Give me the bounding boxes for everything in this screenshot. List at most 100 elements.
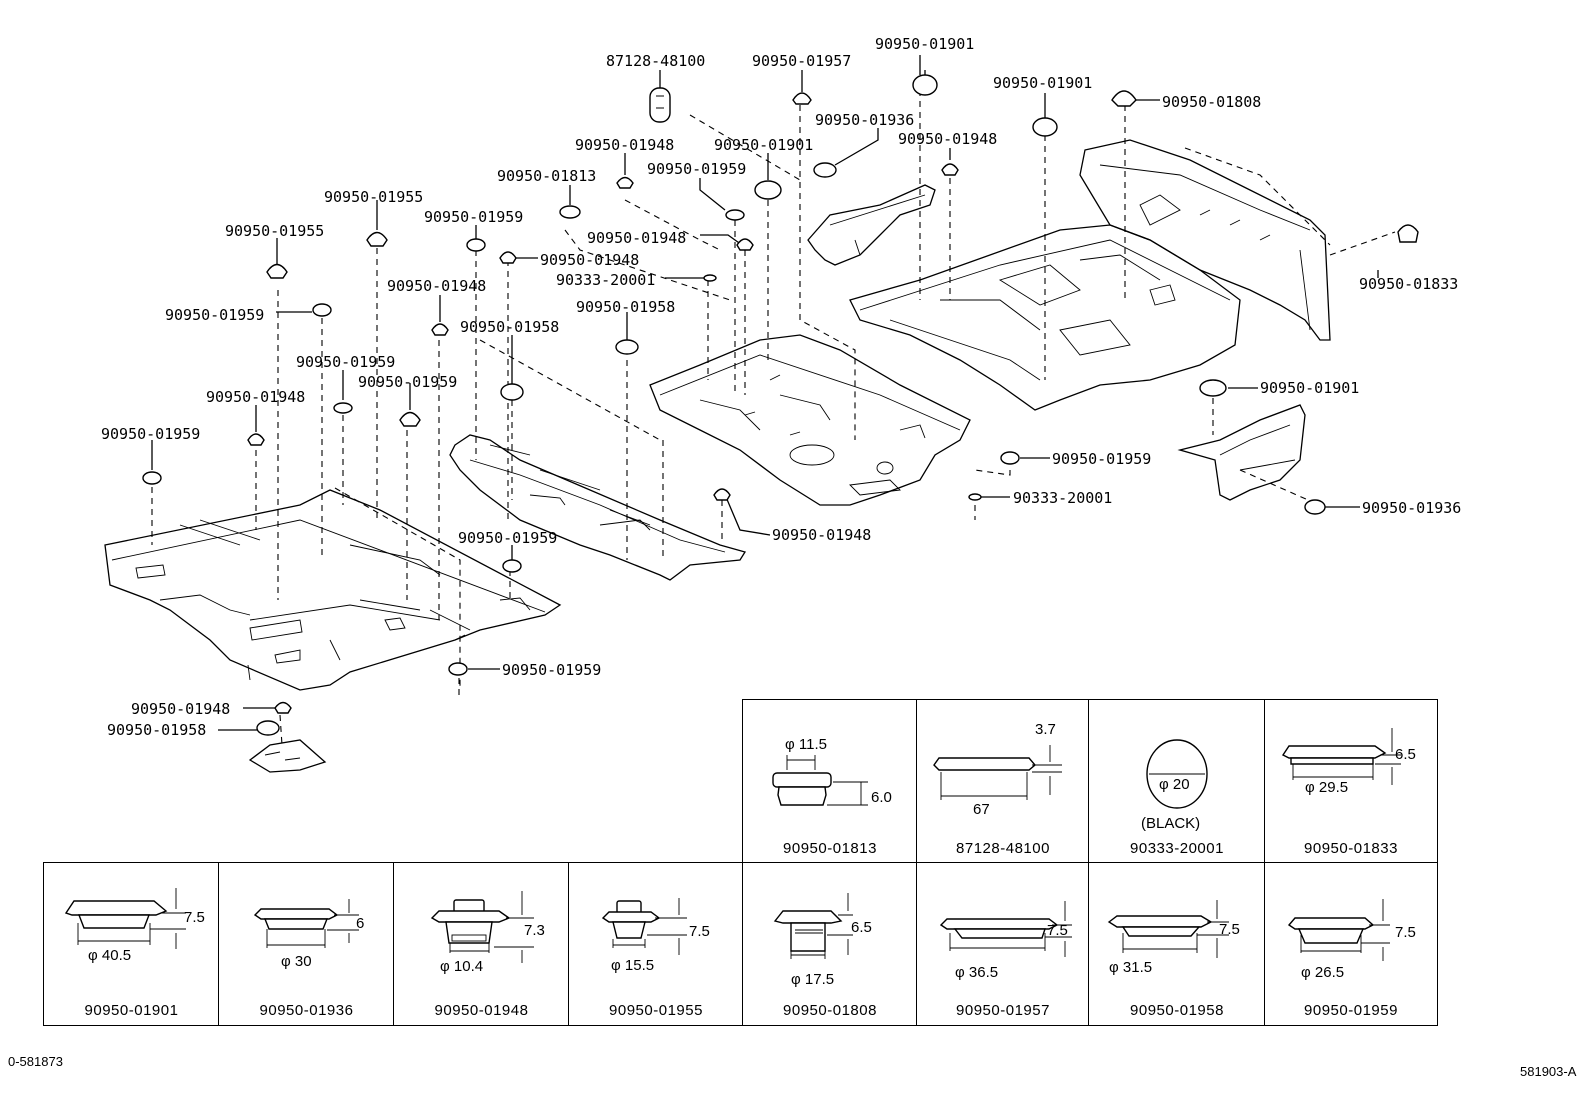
front-floor-pan xyxy=(104,489,562,691)
callout-label: 90333-20001 xyxy=(556,271,656,289)
callout-label: 90950-01813 xyxy=(497,167,597,185)
callout-label: 90950-01901 xyxy=(875,35,975,53)
spec-cell: 3.7 67 87128-48100 xyxy=(916,699,1090,864)
dim-height: 3.7 xyxy=(1035,721,1056,738)
part-number: 90950-01833 xyxy=(1304,840,1398,857)
dim-diameter: φ 20 xyxy=(1159,776,1190,793)
plug-profile-icon xyxy=(64,888,186,949)
callout-label: 90950-01948 xyxy=(587,229,687,247)
center-tunnel-pan xyxy=(449,434,747,581)
plug-profile-icon xyxy=(1281,728,1401,785)
rear-body-panel xyxy=(1079,139,1396,341)
callout-label: 90950-01948 xyxy=(387,277,487,295)
callout-label: 90950-01959 xyxy=(1052,450,1152,468)
part-number: 90950-01948 xyxy=(434,1002,529,1019)
plug-icon-c32 xyxy=(502,559,522,573)
plug-icon-c31 xyxy=(713,488,731,501)
color-note: (BLACK) xyxy=(1141,815,1201,832)
spec-cell: 6 φ 30 90950-01936 xyxy=(218,862,395,1026)
dim-height: 7.5 xyxy=(1395,924,1416,941)
dim-diameter: φ 10.4 xyxy=(440,958,484,975)
callout-label: 90950-01958 xyxy=(576,298,676,316)
plug-icon-c25 xyxy=(142,471,162,485)
plug-icon-c5 xyxy=(1111,90,1137,107)
spec-cell: 7.5 φ 36.5 90950-01957 xyxy=(916,862,1090,1026)
dim-diameter: φ 11.5 xyxy=(785,736,827,753)
spec-cell: 6.5 φ 29.5 90950-01833 xyxy=(1264,699,1438,864)
spec-cell: φ 20 (BLACK) 90333-20001 xyxy=(1088,699,1266,864)
callout-label: 90950-01959 xyxy=(358,373,458,391)
plug-icon-c16 xyxy=(703,274,717,282)
upper-bracket xyxy=(807,184,936,266)
plug-icon-c19 xyxy=(431,323,449,336)
plug-icon-c13 xyxy=(466,238,486,252)
plug-icon-c23 xyxy=(399,411,421,427)
callout-label: 90950-01959 xyxy=(424,208,524,226)
callout-label: 90950-01958 xyxy=(107,721,207,739)
plug-icon-c35 xyxy=(256,720,280,736)
dim-diameter: φ 29.5 xyxy=(1305,779,1349,796)
part-number: 90950-01955 xyxy=(609,1002,703,1019)
dim-diameter: φ 30 xyxy=(281,953,312,970)
plug-profile-icon xyxy=(939,901,1072,957)
plug-profile-icon xyxy=(1107,900,1229,958)
right-lower-bracket xyxy=(1177,404,1306,501)
callout-label: 90950-01959 xyxy=(458,529,558,547)
dim-height: 7.5 xyxy=(1219,921,1240,938)
small-floor-patch xyxy=(248,739,327,773)
callout-label: 90950-01833 xyxy=(1359,275,1459,293)
plug-icon-c22 xyxy=(333,402,353,414)
callout-label: 90950-01901 xyxy=(1260,379,1360,397)
dim-diameter: φ 36.5 xyxy=(955,964,999,981)
plug-icon-c4 xyxy=(1032,117,1058,137)
spec-cell: 7.5 φ 31.5 90950-01958 xyxy=(1088,862,1266,1026)
part-number: 90950-01957 xyxy=(956,1002,1050,1019)
part-number: 90333-20001 xyxy=(1130,840,1224,857)
plug-icon-c26 xyxy=(1397,224,1419,243)
callout-label: 90950-01957 xyxy=(752,52,852,70)
part-number: 90950-01959 xyxy=(1304,1002,1398,1019)
plug-icon-c12 xyxy=(366,231,388,247)
callout-label: 90950-01948 xyxy=(206,388,306,406)
callout-label: 87128-48100 xyxy=(606,52,706,70)
spec-cell: φ 11.5 6.0 90950-01813 xyxy=(742,699,918,864)
callout-label: 90950-01936 xyxy=(815,111,915,129)
illustration-code-right: 581903-A xyxy=(1520,1064,1577,1079)
leader-lines xyxy=(151,55,1406,731)
plug-icon-c14 xyxy=(499,251,517,264)
plug-profile-icon xyxy=(1287,899,1390,961)
plug-icon-c17 xyxy=(266,263,288,279)
callout-label: 90950-01808 xyxy=(1162,93,1262,111)
dim-diameter: φ 40.5 xyxy=(88,947,132,964)
callout-label: 90950-01948 xyxy=(131,700,231,718)
spec-cell: 7.5 φ 15.5 90950-01955 xyxy=(568,862,744,1026)
plug-profile-icon xyxy=(1146,739,1208,809)
plug-icon-c20 xyxy=(615,339,639,355)
plug-icon-c7 xyxy=(941,163,959,176)
plug-profile-icon xyxy=(601,898,687,955)
part-number: 90950-01808 xyxy=(783,1002,877,1019)
dim-diameter: φ 26.5 xyxy=(1301,964,1345,981)
plug-icon-c34 xyxy=(274,701,292,714)
dim-diameter: φ 15.5 xyxy=(611,957,655,974)
plug-profile-icon xyxy=(933,745,1062,800)
plug-profile-icon xyxy=(773,893,853,959)
callout-label: 90950-01955 xyxy=(324,188,424,206)
dim-diameter: φ 17.5 xyxy=(791,971,835,988)
plug-icon-87128-48100 xyxy=(649,87,671,123)
dim-height: 7.5 xyxy=(184,909,205,926)
dim-height: 6.5 xyxy=(851,919,872,936)
plug-icon-c24 xyxy=(247,433,265,446)
part-number: 90950-01958 xyxy=(1130,1002,1224,1019)
rear-floor-pan xyxy=(849,224,1241,411)
part-number: 90950-01936 xyxy=(259,1002,354,1019)
plug-icon-c18 xyxy=(312,303,332,317)
plug-icon-c10 xyxy=(559,205,581,219)
part-number: 87128-48100 xyxy=(956,840,1050,857)
plug-icon-c27 xyxy=(1199,379,1227,397)
plug-icon-c8 xyxy=(754,180,782,200)
dim-length: 67 xyxy=(973,801,990,818)
callout-label: 90950-01948 xyxy=(772,526,872,544)
plug-icon-c15 xyxy=(736,238,754,251)
